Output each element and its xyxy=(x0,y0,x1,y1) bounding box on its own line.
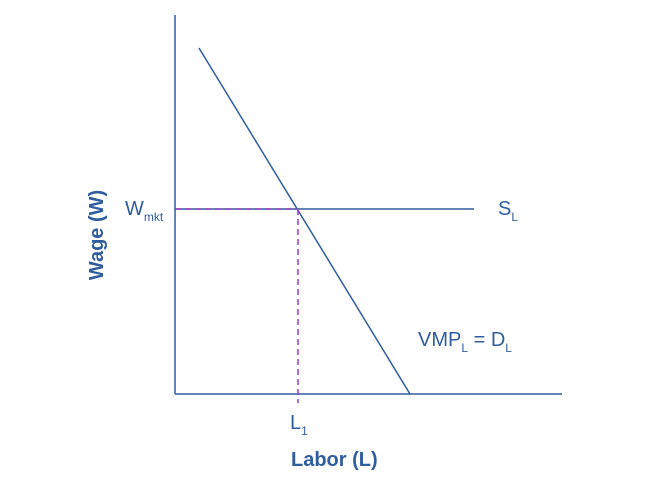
x-axis-title: Labor (L) xyxy=(291,449,378,471)
demand-eq: = D xyxy=(468,329,506,351)
wage-market-main: W xyxy=(125,198,144,220)
demand-curve-label: VMPL = DL xyxy=(418,330,512,354)
demand-main-1: VMP xyxy=(418,329,462,351)
y-axis-title: Wage (W) xyxy=(86,189,108,281)
supply-main: S xyxy=(498,198,512,220)
wage-market-sub: mkt xyxy=(143,210,164,224)
labor-l1-label: L1 xyxy=(290,413,308,437)
wage-market-label: Wmkt xyxy=(125,199,163,223)
supply-curve-label: SL xyxy=(498,199,518,223)
supply-sub: L xyxy=(511,210,519,224)
labor-l1-sub: 1 xyxy=(301,424,308,438)
demand-sub-1: L xyxy=(461,341,469,355)
labor-demand-curve xyxy=(198,47,411,395)
demand-sub-2: L xyxy=(505,341,512,355)
labor-l1-main: L xyxy=(290,412,302,434)
